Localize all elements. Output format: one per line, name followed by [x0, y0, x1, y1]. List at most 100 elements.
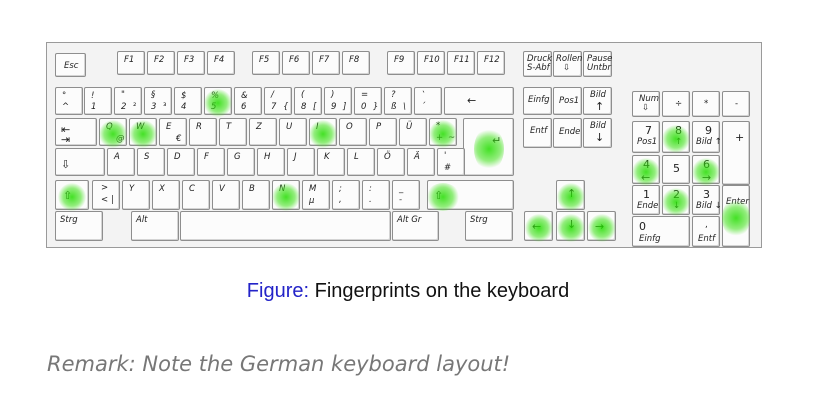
key-npsub[interactable]: - — [722, 91, 750, 117]
key-npmul[interactable]: * — [692, 91, 720, 117]
key-d1[interactable]: !1 — [84, 87, 112, 115]
key-backspace[interactable]: ← — [444, 87, 514, 115]
key-comma[interactable]: ;, — [332, 180, 360, 210]
key-l[interactable]: L — [347, 148, 375, 176]
key-j[interactable]: J — [287, 148, 315, 176]
key-f9[interactable]: F9 — [387, 51, 415, 75]
key-g[interactable]: G — [227, 148, 255, 176]
key-c[interactable]: C — [182, 180, 210, 210]
key-lt[interactable]: ><| — [92, 180, 120, 210]
key-x[interactable]: X — [152, 180, 180, 210]
key-f7[interactable]: F7 — [312, 51, 340, 75]
key-f12[interactable]: F12 — [477, 51, 505, 75]
key-f5[interactable]: F5 — [252, 51, 280, 75]
key-altgr[interactable]: Alt Gr — [392, 211, 439, 241]
key-f[interactable]: F — [197, 148, 225, 176]
key-s[interactable]: S — [137, 148, 165, 176]
key-ss[interactable]: ?ß\ — [384, 87, 412, 115]
key-b[interactable]: B — [242, 180, 270, 210]
key-legend: ³ — [163, 102, 167, 112]
key-o[interactable]: O — [339, 118, 367, 146]
key-rollen[interactable]: Rollen⇩ — [553, 51, 582, 77]
key-period[interactable]: :. — [362, 180, 390, 210]
key-a[interactable]: A — [107, 148, 135, 176]
key-esc[interactable]: Esc — [55, 53, 86, 77]
key-oe[interactable]: Ö — [377, 148, 405, 176]
key-rctrl[interactable]: Strg — [465, 211, 513, 241]
key-legend: Ü — [406, 122, 413, 132]
key-legend: Y — [129, 184, 135, 194]
key-minus[interactable]: _- — [392, 180, 420, 210]
key-f8[interactable]: F8 — [342, 51, 370, 75]
key-legend: > — [101, 183, 109, 193]
key-npdiv[interactable]: ÷ — [662, 91, 690, 117]
key-legend: Strg — [60, 215, 78, 225]
key-d6[interactable]: &6 — [234, 87, 262, 115]
key-k[interactable]: K — [317, 148, 345, 176]
key-h[interactable]: H — [257, 148, 285, 176]
key-r[interactable]: R — [189, 118, 217, 146]
key-legend: F1 — [124, 55, 135, 65]
key-npadd[interactable]: + — [722, 121, 750, 185]
key-lalt[interactable]: Alt — [131, 211, 179, 241]
key-d8[interactable]: (8[ — [294, 87, 322, 115]
key-z[interactable]: Z — [249, 118, 277, 146]
key-d[interactable]: D — [167, 148, 195, 176]
key-bilddown[interactable]: Bild↓ — [583, 118, 612, 148]
key-hash[interactable]: '# — [437, 148, 465, 176]
key-v[interactable]: V — [212, 180, 240, 210]
key-legend: { — [283, 102, 289, 112]
fingerprint-np6 — [692, 157, 720, 186]
key-acute[interactable]: `´ — [414, 87, 442, 115]
key-d0[interactable]: =0} — [354, 87, 382, 115]
key-f10[interactable]: F10 — [417, 51, 445, 75]
key-caps[interactable]: ⇩ — [55, 148, 105, 176]
key-circ[interactable]: °^ — [55, 87, 83, 115]
key-lctrl[interactable]: Strg — [55, 211, 103, 241]
key-u[interactable]: U — [279, 118, 307, 146]
key-t[interactable]: T — [219, 118, 247, 146]
key-f4[interactable]: F4 — [207, 51, 235, 75]
key-ende[interactable]: Ende — [553, 118, 582, 148]
key-np5[interactable]: 5 — [662, 155, 690, 184]
key-einfg[interactable]: Einfg — [523, 87, 552, 115]
key-f3[interactable]: F3 — [177, 51, 205, 75]
key-d4[interactable]: $4 — [174, 87, 202, 115]
key-npdel[interactable]: ,Entf — [692, 216, 720, 247]
key-y[interactable]: Y — [122, 180, 150, 210]
key-d7[interactable]: /7{ — [264, 87, 292, 115]
key-legend: . — [369, 195, 372, 205]
key-ae[interactable]: Ä — [407, 148, 435, 176]
key-legend: 7 — [645, 124, 652, 137]
key-space[interactable] — [180, 211, 391, 241]
key-ue[interactable]: Ü — [399, 118, 427, 146]
key-legend: ← — [467, 94, 477, 107]
key-f1[interactable]: F1 — [117, 51, 145, 75]
key-num[interactable]: Num⇩ — [632, 91, 660, 117]
fingerprint-down — [556, 214, 585, 242]
key-legend: Bild ↑ — [696, 137, 722, 147]
key-f2[interactable]: F2 — [147, 51, 175, 75]
key-e[interactable]: E€ — [159, 118, 187, 146]
key-d9[interactable]: )9] — [324, 87, 352, 115]
key-p[interactable]: P — [369, 118, 397, 146]
key-f6[interactable]: F6 — [282, 51, 310, 75]
key-pos1[interactable]: Pos1 — [553, 87, 582, 115]
key-legend: - — [735, 99, 739, 109]
key-entf[interactable]: Entf — [523, 118, 552, 148]
key-bildup[interactable]: Bild↑ — [583, 87, 612, 115]
key-f11[interactable]: F11 — [447, 51, 475, 75]
key-legend: P — [376, 122, 382, 132]
key-tab[interactable]: ⇤⇥ — [55, 118, 97, 146]
fingerprint-right — [587, 214, 616, 242]
